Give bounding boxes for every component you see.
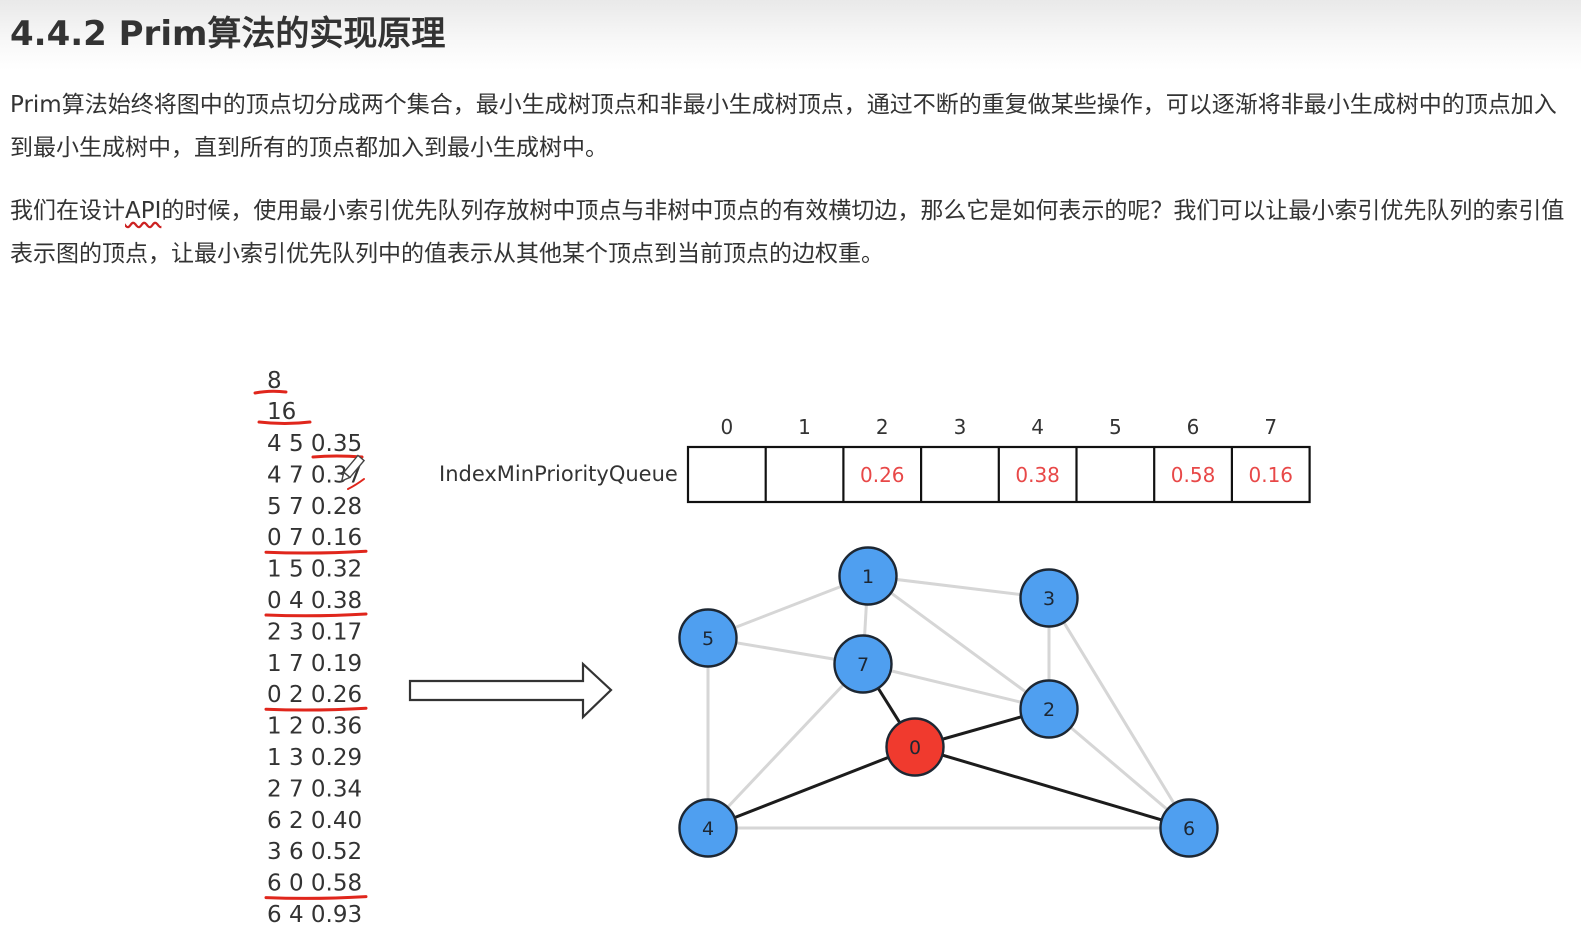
graph-vertices: 0 1 2 3 4 5 6 7 [678, 546, 1219, 858]
red-tick [347, 478, 365, 490]
crossing-edge [707, 745, 916, 830]
vertex-circle [1019, 568, 1079, 628]
vertex-circle [678, 798, 738, 858]
queue-value: 0.16 [1248, 463, 1293, 487]
red-underline [264, 612, 368, 618]
red-underline [264, 706, 368, 712]
queue-value: 0.58 [1171, 463, 1216, 487]
queue-index: 0 [720, 415, 733, 439]
crossing-edge [914, 745, 1190, 830]
red-underline [253, 389, 288, 395]
edge-row: 6 4 0.93 [267, 902, 362, 928]
queue-index: 5 [1109, 415, 1122, 439]
paragraph-api-before: 我们在设计 [10, 198, 125, 224]
header-band [0, 0, 1581, 70]
edge-row: 6 2 0.40 [267, 808, 362, 834]
right-arrow-icon [408, 661, 613, 720]
queue-label: IndexMinPriorityQueue [439, 462, 678, 486]
edge-row: 0 7 0.16 [267, 525, 362, 551]
graph-vertex: 4 [678, 798, 738, 858]
vertex-label: 6 [1183, 818, 1195, 840]
red-underline [264, 895, 368, 900]
graph-edge [862, 662, 1050, 711]
edge-row: 1 7 0.19 [267, 651, 362, 677]
edge-row: 1 5 0.32 [267, 557, 362, 583]
red-underline [264, 549, 368, 555]
edge-row: 6 0 0.58 [267, 871, 362, 897]
edge-row: 0 4 0.38 [267, 588, 362, 614]
edge-row: 1 3 0.29 [267, 745, 362, 771]
red-underline [311, 454, 364, 459]
vertex-circle [838, 546, 898, 606]
graph-edges [706, 574, 1191, 830]
queue-index: 1 [798, 415, 811, 439]
vertex-label: 7 [857, 654, 869, 676]
vertex-label: 3 [1043, 588, 1055, 610]
paragraph-api: 我们在设计API的时候，使用最小索引优先队列存放树中顶点与非树中顶点的有效横切边… [10, 190, 1570, 276]
priority-queue-array: 0 1 2 0.26 3 4 0.38 5 6 0.58 7 0.16 [686, 415, 1311, 504]
graph-edge [867, 574, 1050, 711]
edge-row: 0 2 0.26 [267, 682, 362, 708]
vertex-label: 5 [702, 628, 714, 650]
vertex-label: 4 [702, 818, 714, 840]
graph-edge [706, 662, 865, 830]
queue-index: 7 [1264, 415, 1277, 439]
graph-vertex: 5 [678, 608, 738, 668]
graph-vertex: 3 [1019, 568, 1079, 628]
red-underline [257, 420, 312, 425]
graph-edge [867, 574, 1050, 600]
queue-index: 3 [954, 415, 967, 439]
queue-index: 2 [876, 415, 889, 439]
graph-vertex: 7 [833, 634, 893, 694]
pen-cursor-icon [340, 454, 366, 483]
edge-row: 4 5 0.35 [267, 431, 362, 457]
vertex-label: 2 [1043, 699, 1055, 721]
edge-row: 5 7 0.28 [267, 494, 362, 520]
paragraph-intro: Prim算法始终将图中的顶点切分成两个集合，最小生成树顶点和非最小生成树顶点，通… [10, 92, 1557, 161]
queue-index: 4 [1031, 415, 1044, 439]
queue-value: 0.38 [1015, 463, 1060, 487]
vertex-label: 0 [909, 737, 921, 759]
paragraph-api-after: 的时候，使用最小索引优先队列存放树中顶点与非树中顶点的有效横切边，那么它是如何表… [10, 198, 1565, 267]
queue-index: 6 [1187, 415, 1200, 439]
edge-row: 2 7 0.34 [267, 776, 362, 802]
api-term: API [125, 198, 162, 224]
graph-vertex: 0 [885, 717, 945, 777]
graph-vertex: 1 [838, 546, 898, 606]
vertex-circle [885, 717, 945, 777]
graph-edge [1047, 597, 1191, 829]
edge-row: 2 3 0.17 [267, 619, 362, 645]
vertex-circle [678, 608, 738, 668]
graph-vertex: 2 [1019, 679, 1079, 739]
red-annotations [253, 389, 368, 900]
graph-edge [1048, 707, 1190, 830]
queue-value: 0.26 [860, 463, 905, 487]
page-title: 4.4.2 Prim算法的实现原理 [10, 14, 446, 54]
vertex-count: 8 [267, 368, 282, 394]
edge-row: 3 6 0.52 [267, 839, 362, 865]
graph-vertex: 6 [1159, 798, 1219, 858]
vertex-label: 1 [862, 566, 874, 588]
edge-row: 1 2 0.36 [267, 714, 362, 740]
edge-count: 16 [267, 399, 296, 425]
edge-list: 8 16 4 5 0.354 7 0.375 7 0.280 7 0.161 5… [267, 368, 362, 928]
vertex-circle [833, 634, 893, 694]
vertex-circle [1019, 679, 1079, 739]
vertex-circle [1159, 798, 1219, 858]
